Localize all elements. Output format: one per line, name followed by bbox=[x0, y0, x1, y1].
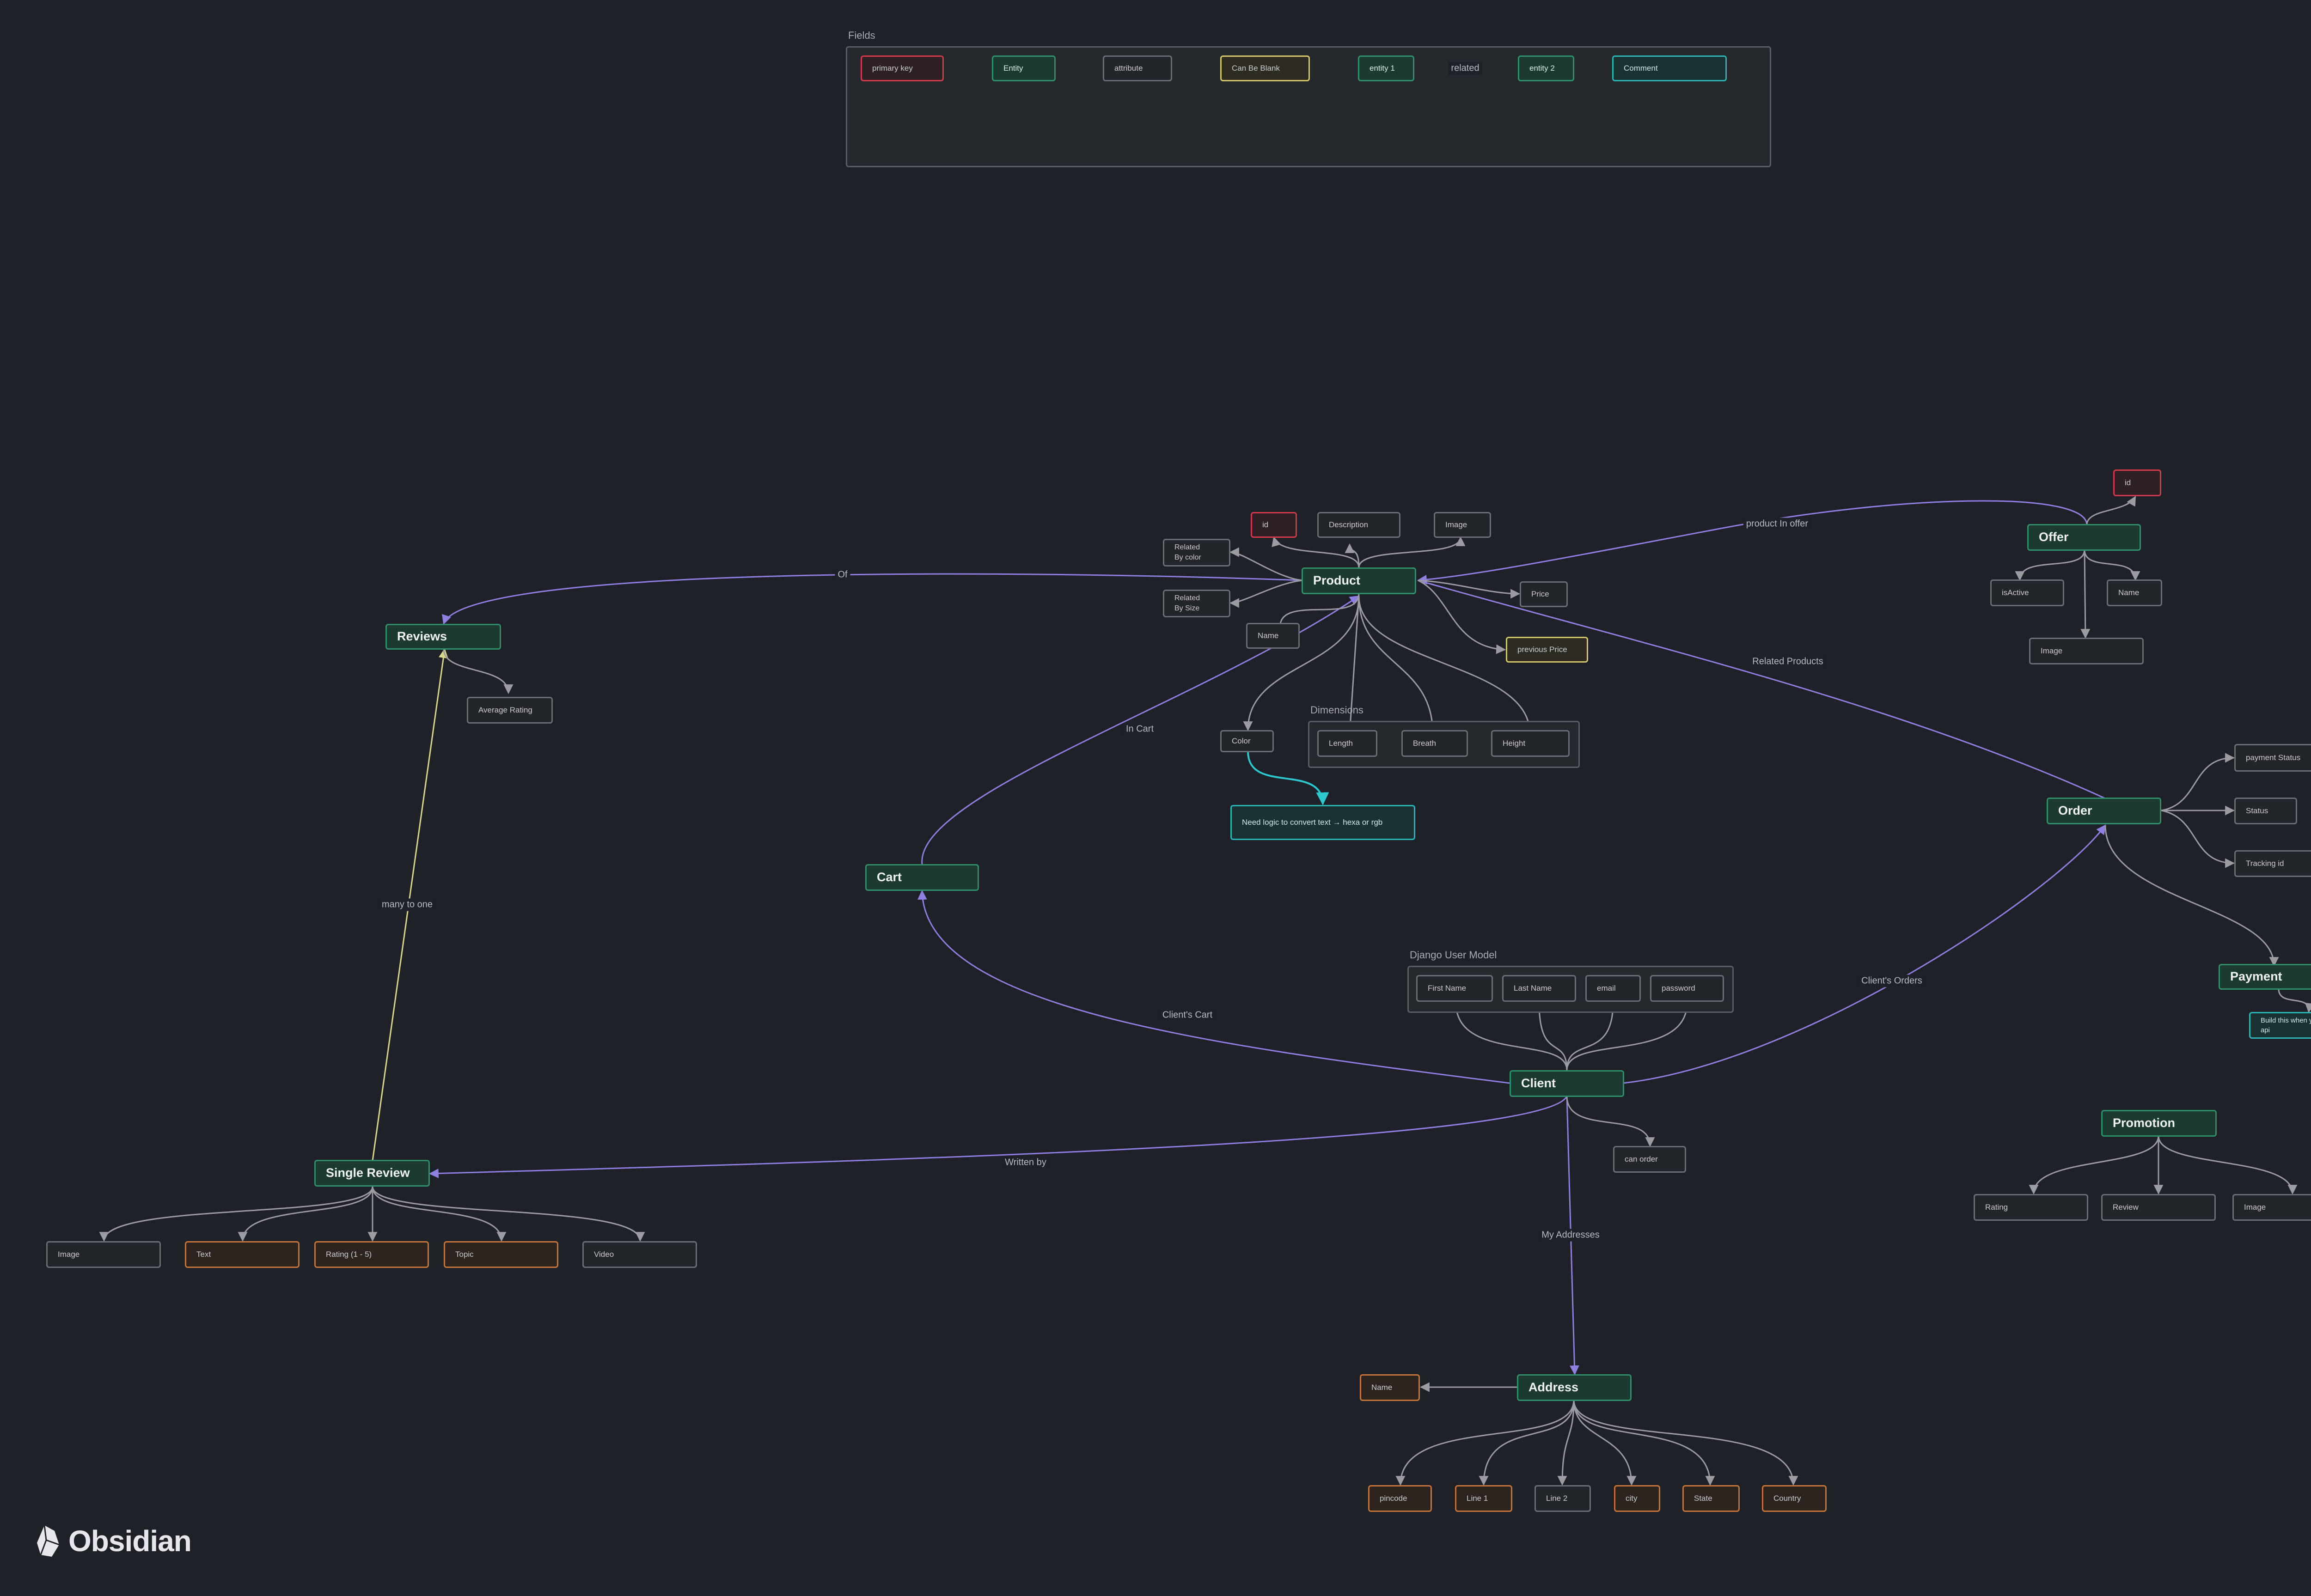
address-country[interactable]: Country bbox=[1762, 1485, 1827, 1512]
product-image[interactable]: Image bbox=[1434, 512, 1491, 538]
single-review-video[interactable]: Video bbox=[582, 1241, 697, 1268]
order-tracking-id[interactable]: Tracking id bbox=[2234, 850, 2311, 877]
address-name[interactable]: Name bbox=[1360, 1374, 1420, 1401]
client-email[interactable]: email bbox=[1585, 975, 1641, 1002]
offer-image[interactable]: Image bbox=[2029, 638, 2144, 664]
product-price[interactable]: Price bbox=[1520, 581, 1568, 607]
legend-entity[interactable]: Entity bbox=[992, 55, 1056, 81]
legend-attribute[interactable]: attribute bbox=[1103, 55, 1172, 81]
obsidian-brand: Obsidian bbox=[36, 1524, 192, 1558]
product-related-by-size[interactable]: Related By Size bbox=[1163, 590, 1230, 617]
edge-label-product-in-offer: product In offer bbox=[1743, 518, 1811, 530]
edge-related-products bbox=[1418, 579, 2106, 799]
edge-label-many-to-one: many to one bbox=[379, 898, 436, 911]
offer-name[interactable]: Name bbox=[2107, 579, 2162, 606]
single-review-rating[interactable]: Rating (1 - 5) bbox=[314, 1241, 429, 1268]
product-length[interactable]: Length bbox=[1317, 730, 1377, 757]
legend-related-label: related bbox=[1448, 62, 1482, 75]
product-height[interactable]: Height bbox=[1491, 730, 1570, 757]
promotion-image[interactable]: Image bbox=[2232, 1194, 2311, 1221]
order-entity[interactable]: Order bbox=[2047, 798, 2161, 824]
edge-label-clients-orders: Client's Orders bbox=[1859, 975, 1925, 987]
address-line-2[interactable]: Line 2 bbox=[1535, 1485, 1591, 1512]
client-last-name[interactable]: Last Name bbox=[1502, 975, 1576, 1002]
address-city[interactable]: city bbox=[1614, 1485, 1660, 1512]
product-color[interactable]: Color bbox=[1220, 730, 1274, 752]
offer-entity[interactable]: Offer bbox=[2027, 524, 2141, 551]
address-entity[interactable]: Address bbox=[1517, 1374, 1632, 1401]
legend-entity-2[interactable]: entity 2 bbox=[1518, 55, 1574, 81]
edge-product-in-offer bbox=[1417, 500, 2088, 585]
edge-color-note bbox=[1247, 751, 1329, 805]
promotion-entity[interactable]: Promotion bbox=[2101, 1110, 2217, 1137]
client-first-name[interactable]: First Name bbox=[1416, 975, 1493, 1002]
promotion-rating[interactable]: Rating bbox=[1974, 1194, 2088, 1221]
edge-label-in-cart: In Cart bbox=[1123, 723, 1157, 736]
obsidian-logo-icon bbox=[37, 1525, 60, 1557]
address-pincode[interactable]: pincode bbox=[1368, 1485, 1432, 1512]
group-fields-label: Fields bbox=[848, 30, 875, 41]
address-line-1[interactable]: Line 1 bbox=[1455, 1485, 1512, 1512]
reviews-average-rating[interactable]: Average Rating bbox=[467, 697, 553, 724]
product-description[interactable]: Description bbox=[1317, 512, 1400, 538]
edge-written-by bbox=[428, 1096, 1568, 1178]
product-color-note[interactable]: Need logic to convert text → hexa or rgb bbox=[1230, 805, 1415, 840]
product-previous-price[interactable]: previous Price bbox=[1506, 637, 1588, 663]
reviews-entity[interactable]: Reviews bbox=[385, 624, 501, 650]
legend-can-be-blank[interactable]: Can Be Blank bbox=[1220, 55, 1310, 81]
single-review-topic[interactable]: Topic bbox=[444, 1241, 558, 1268]
cart-entity[interactable]: Cart bbox=[865, 864, 979, 891]
promotion-review[interactable]: Review bbox=[2101, 1194, 2216, 1221]
order-status[interactable]: Status bbox=[2234, 798, 2297, 824]
edge-label-related-products: Related Products bbox=[1749, 655, 1826, 668]
edge-label-clients-cart: Client's Cart bbox=[1159, 1009, 1216, 1022]
edge-clients-cart bbox=[917, 889, 1510, 1084]
product-breath[interactable]: Breath bbox=[1401, 730, 1468, 757]
offer-id[interactable]: id bbox=[2113, 469, 2161, 496]
group-django-label: Django User Model bbox=[1410, 949, 1497, 961]
payment-note[interactable]: Build this when you get the api bbox=[2249, 1012, 2311, 1039]
single-review-entity[interactable]: Single Review bbox=[314, 1160, 430, 1187]
single-review-text[interactable]: Text bbox=[185, 1241, 300, 1268]
legend-entity-1[interactable]: entity 1 bbox=[1358, 55, 1414, 81]
product-id[interactable]: id bbox=[1251, 512, 1297, 538]
payment-entity[interactable]: Payment bbox=[2219, 964, 2311, 990]
address-state[interactable]: State bbox=[1682, 1485, 1740, 1512]
legend-primary-key[interactable]: primary key bbox=[861, 55, 944, 81]
order-payment-status[interactable]: payment Status bbox=[2234, 744, 2311, 772]
client-password[interactable]: password bbox=[1650, 975, 1724, 1002]
product-name[interactable]: Name bbox=[1246, 623, 1300, 649]
edge-label-my-addresses: My Addresses bbox=[1539, 1229, 1602, 1242]
group-dimensions-label: Dimensions bbox=[1310, 704, 1363, 716]
edge-of bbox=[442, 573, 1303, 625]
client-entity[interactable]: Client bbox=[1510, 1070, 1624, 1097]
edge-clients-orders bbox=[1623, 824, 2106, 1084]
brand-name: Obsidian bbox=[68, 1524, 192, 1558]
legend-comment[interactable]: Comment bbox=[1612, 55, 1727, 81]
single-review-image[interactable]: Image bbox=[46, 1241, 161, 1268]
product-related-by-color[interactable]: Related By color bbox=[1163, 539, 1230, 567]
offer-is-active[interactable]: isActive bbox=[1990, 579, 2064, 606]
client-can-order[interactable]: can order bbox=[1613, 1146, 1686, 1173]
edge-label-of: Of bbox=[835, 568, 850, 581]
product-entity[interactable]: Product bbox=[1302, 567, 1416, 594]
edge-label-written-by: Written by bbox=[1002, 1156, 1049, 1169]
